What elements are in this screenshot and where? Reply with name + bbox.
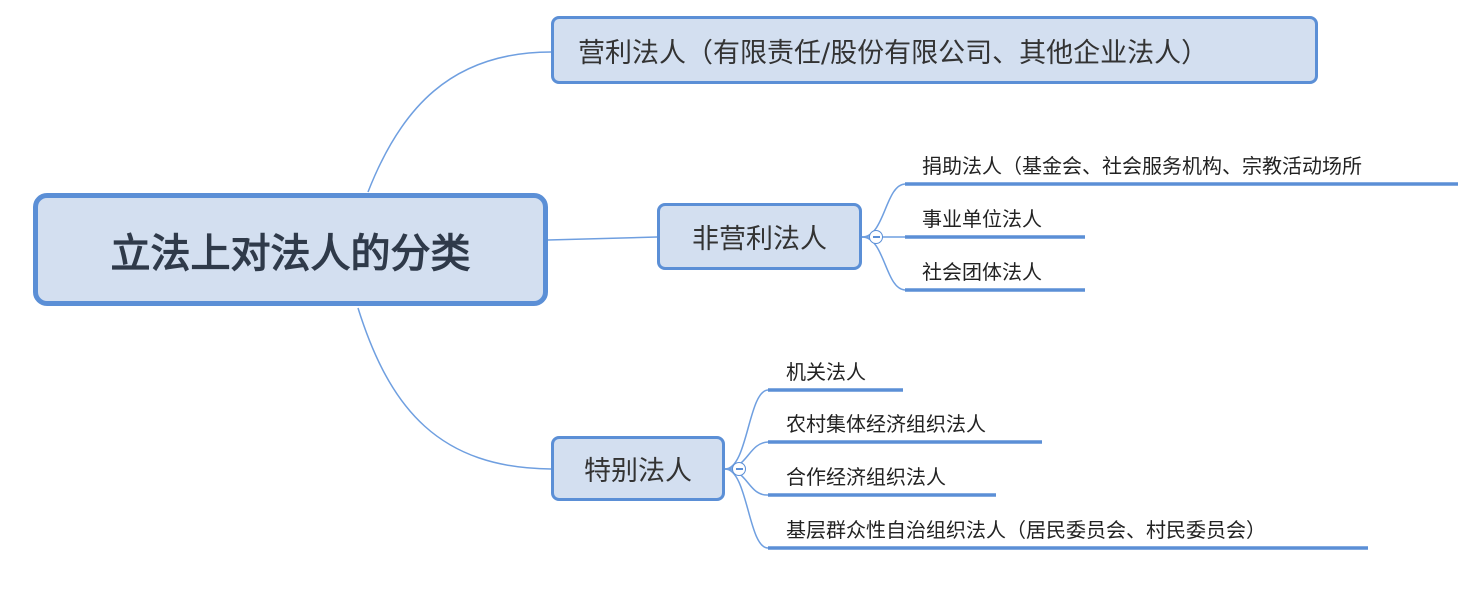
leaf-cooperative-legal-person[interactable]: 合作经济组织法人 — [786, 465, 946, 489]
connector-root-to-special — [357, 307, 552, 470]
leaf-public-institution-legal-person[interactable]: 事业单位法人 — [922, 207, 1042, 231]
collapse-minus-icon[interactable] — [869, 230, 883, 244]
branch-special-legal-person[interactable]: 特别法人 — [551, 436, 725, 501]
root-topic[interactable]: 立法上对法人的分类 — [33, 193, 548, 306]
leaf-social-group-legal-person[interactable]: 社会团体法人 — [922, 260, 1042, 284]
leaf-government-legal-person[interactable]: 机关法人 — [786, 360, 866, 384]
collapse-minus-icon[interactable] — [732, 462, 746, 476]
connector-special-to-leaf-2 — [724, 441, 769, 470]
leaf-donation-legal-person[interactable]: 捐助法人（基金会、社会服务机构、宗教活动场所 — [922, 154, 1362, 178]
leaf-grassroots-autonomous-legal-person[interactable]: 基层群众性自治组织法人（居民委员会、村民委员会） — [786, 518, 1266, 542]
connector-special-to-leaf-3 — [724, 468, 769, 496]
connector-root-to-for-profit — [367, 51, 552, 193]
branch-non-profit-legal-person[interactable]: 非营利法人 — [657, 203, 862, 270]
leaf-rural-collective-legal-person[interactable]: 农村集体经济组织法人 — [786, 412, 986, 436]
connector-nonprofit-to-leaf-1 — [861, 183, 906, 238]
connector-root-to-non-profit — [547, 236, 658, 241]
branch-for-profit-legal-person[interactable]: 营利法人（有限责任/股份有限公司、其他企业法人） — [551, 16, 1318, 84]
connector-nonprofit-to-leaf-3 — [861, 236, 906, 291]
